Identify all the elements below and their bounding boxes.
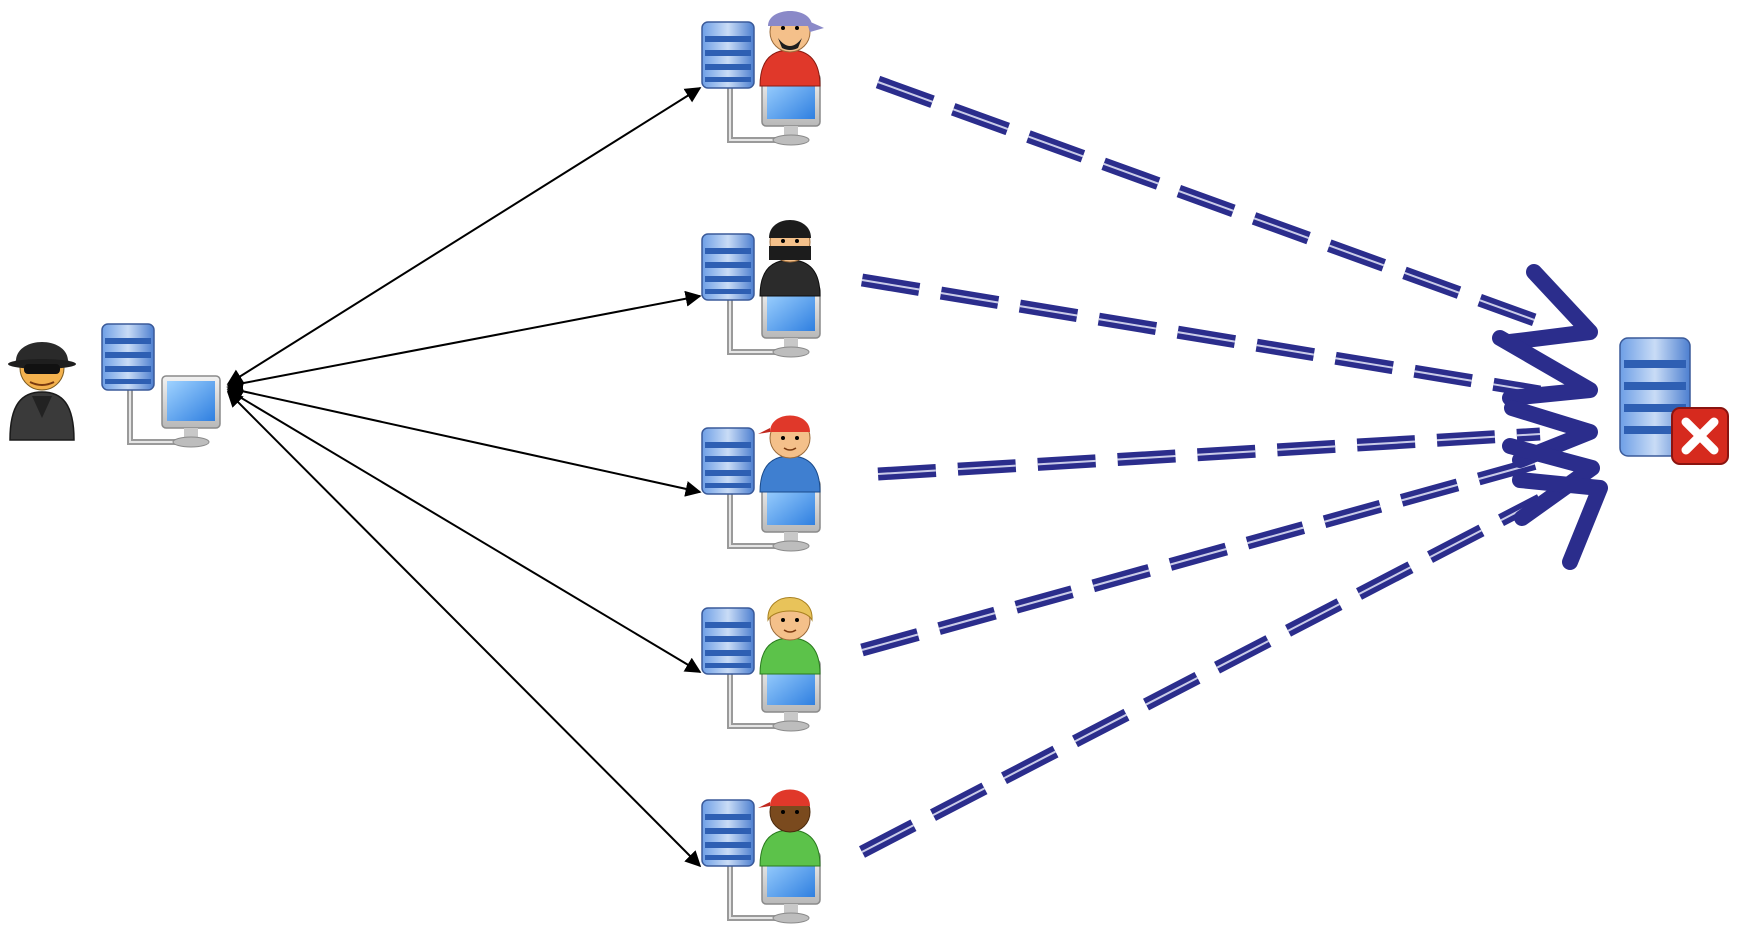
masked-user-icon: [759, 220, 821, 297]
pirate-user-icon: [759, 11, 824, 87]
zombie-node-4: [702, 597, 821, 732]
control-link-3: [226, 383, 702, 497]
attack-flow-4: [860, 455, 1542, 657]
user-blonde-icon: [759, 597, 821, 675]
attack-arrowheads: [1492, 264, 1608, 570]
error-badge-icon: [1671, 407, 1729, 465]
attack-flows: [859, 75, 1608, 858]
user-red-cap-icon: [758, 415, 821, 493]
masked-hacker-icon: [8, 342, 76, 441]
attack-flow-5: [859, 494, 1543, 858]
attacker-node: [8, 324, 220, 447]
server-error-icon: [1619, 337, 1729, 465]
zombie-node-1: [702, 11, 824, 145]
attacker-workstation-icon: [102, 324, 220, 447]
control-links: [226, 87, 702, 868]
control-link-2: [226, 290, 702, 392]
attack-flow-3: [877, 427, 1541, 481]
zombie-node-2: [702, 220, 820, 357]
zombie-node-5: [702, 789, 821, 924]
victim-node: [1619, 337, 1729, 465]
control-link-5: [226, 390, 702, 868]
control-link-1: [226, 87, 702, 385]
zombie-node-3: [702, 415, 821, 552]
attack-flow-2: [860, 273, 1542, 399]
user-red-cap-icon: [758, 789, 821, 867]
attack-flow-1: [875, 75, 1543, 329]
